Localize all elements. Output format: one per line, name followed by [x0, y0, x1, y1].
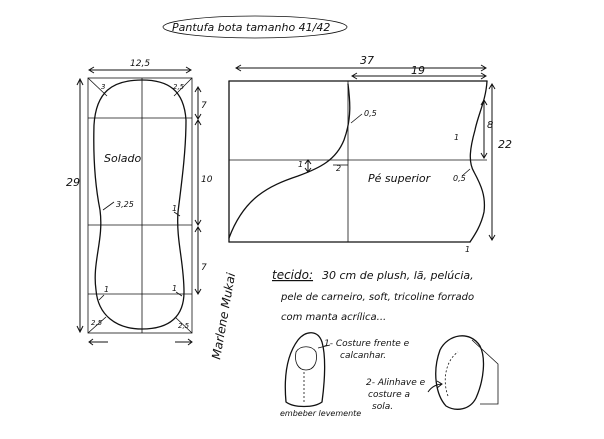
- signature-text: Marlene Mukai: [209, 271, 238, 361]
- sole-outline: [93, 79, 187, 330]
- sole-left-notch: 3,25: [116, 200, 134, 209]
- step1-line2: calcanhar.: [340, 351, 386, 361]
- sole-corner-bot-left: 2,5: [91, 319, 103, 327]
- upper-label: Pé superior: [368, 172, 432, 185]
- sole-dim-length: 29: [66, 176, 80, 189]
- sole-pattern: Solado 12,5 29 7 10 7 3 2,5 2,5 2,5 3,25…: [66, 59, 213, 346]
- sole-right-notch: 1: [172, 204, 177, 213]
- upper-dim-height: 22: [498, 138, 512, 151]
- step2-line2: costure a: [368, 390, 410, 400]
- signature: Marlene Mukai: [209, 271, 238, 361]
- notes-label: tecido:: [272, 268, 313, 282]
- upper-pattern: 37 19 22 8 0,5 0,5 1 2 1 1 Pé super: [228, 54, 512, 254]
- upper-val-1-left: 1: [298, 160, 303, 169]
- assembly-steps: 1- Costure frente e calcanhar. embeber l…: [280, 332, 499, 418]
- sole-left-low: 1: [104, 285, 109, 294]
- notes-line1: 30 cm de plush, lã, pelúcia,: [322, 269, 474, 282]
- step2-line1: 2- Alinhave e: [366, 378, 426, 388]
- title-outline: [162, 15, 348, 39]
- step2-line3: sola.: [372, 402, 393, 412]
- upper-front-curve: [228, 83, 351, 239]
- ease-note: embeber levemente: [280, 409, 361, 418]
- sole-corner-top-right: 2,5: [173, 83, 185, 91]
- step2-boot-illustration: [435, 335, 485, 410]
- sole-corner-top-left: 3: [101, 83, 105, 91]
- title: Pantufa bota tamanho 41/42: [172, 21, 330, 34]
- upper-val-05-a: 0,5: [364, 109, 377, 118]
- fabric-notes: tecido: 30 cm de plush, lã, pelúcia, pel…: [272, 268, 474, 323]
- upper-val-1-bottom: 1: [465, 245, 470, 254]
- upper-right-contour: [469, 80, 488, 243]
- sole-seg-top: 7: [201, 101, 207, 111]
- sole-bounding-box: [87, 77, 193, 334]
- step1-line1: 1- Costure frente e: [324, 339, 410, 349]
- upper-dim-half: 19: [411, 64, 425, 77]
- step1-slipper-illustration: [284, 332, 326, 408]
- notes-line3: com manta acrílica...: [281, 311, 386, 323]
- sole-corner-bot-right: 2,5: [178, 322, 190, 330]
- sole-label: Solado: [104, 152, 141, 165]
- sole-right-low: 1: [172, 284, 177, 293]
- sole-seg-mid: 10: [201, 175, 213, 185]
- sole-dim-width: 12,5: [130, 59, 150, 69]
- sole-seg-bot: 7: [201, 263, 207, 273]
- upper-dim-8: 8: [487, 120, 493, 131]
- upper-val-2: 2: [336, 164, 341, 173]
- notes-line2: pele de carneiro, soft, tricoline forrad…: [280, 292, 474, 303]
- upper-val-1-right: 1: [454, 133, 459, 142]
- upper-dim-total: 37: [360, 54, 374, 67]
- upper-val-05-b: 0,5: [453, 174, 466, 183]
